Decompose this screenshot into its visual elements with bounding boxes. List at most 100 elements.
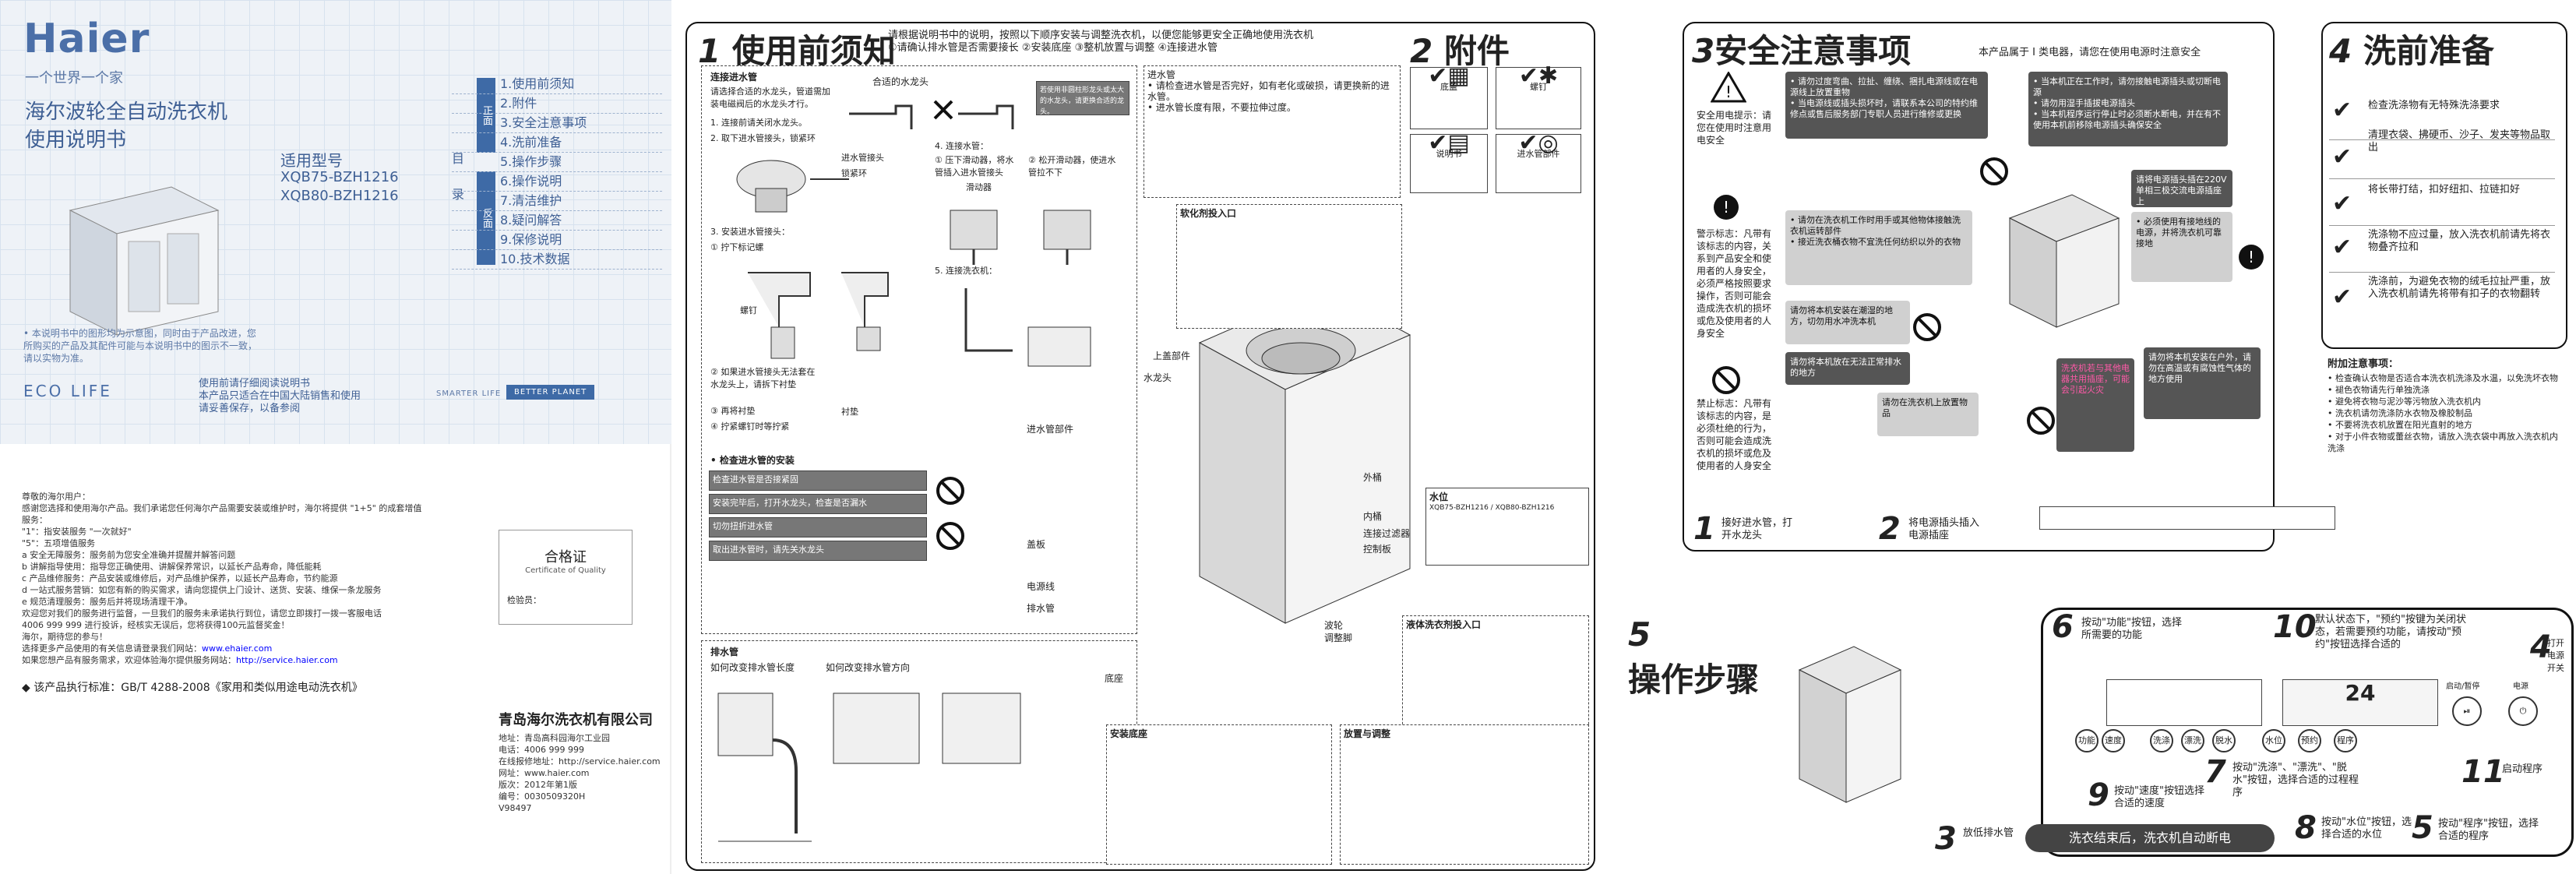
letter-p4: 欢迎您对我们的服务进行监督，一旦我们的服务未承诺执行到位，请您立即拨打一拨一客服… bbox=[22, 608, 382, 618]
check-item-1: 检查进水管是否接紧固 bbox=[709, 470, 927, 491]
drain-direction-illustration bbox=[833, 693, 1021, 764]
inlet-step-3c: ③ 再将衬垫 bbox=[710, 406, 756, 416]
speed-button[interactable]: 速度 bbox=[2102, 729, 2125, 752]
certificate-subtitle: Certificate of Quality bbox=[525, 566, 606, 575]
customer-letter: 尊敬的海尔用户： 感谢您选择和使用海尔产品。我们承诺您任何海尔产品需要安装或维护… bbox=[22, 491, 427, 666]
drain-q2: 如何改变排水管方向 bbox=[826, 662, 911, 673]
letter-p8: 如果您想产品有服务需求，欢迎体验海尔提供服务网站：http://service.… bbox=[22, 654, 427, 666]
letter-p1: 感谢您选择和使用海尔产品。我们承诺您任何海尔产品需要安装或维护时，海尔将提供 "… bbox=[22, 503, 422, 525]
safety-red-note: 洗衣机若与其他电器共用插座，可能会引起火灾 bbox=[2056, 358, 2134, 452]
label-faucet: 水龙头 bbox=[1144, 372, 1172, 383]
water-level-button[interactable]: 水位 bbox=[2262, 729, 2285, 752]
section-3-frame bbox=[1683, 22, 2275, 552]
company-version: 版次：2012年第1版 bbox=[499, 780, 577, 790]
program-button[interactable]: 程序 bbox=[2334, 729, 2357, 752]
eco-life-logo: ECO LIFE bbox=[23, 382, 112, 400]
start-pause-button[interactable]: ⏯ bbox=[2452, 696, 2482, 726]
section-2-title: 2 附件 bbox=[1410, 25, 1510, 72]
label-filter: 连接过滤器 bbox=[1363, 528, 1411, 539]
speed-button-label: 速度 bbox=[2105, 735, 2122, 745]
svg-text:!: ! bbox=[2248, 248, 2254, 266]
toc-item-4[interactable]: 4.洗前准备 bbox=[452, 133, 662, 153]
prohibit-icon bbox=[1913, 313, 1941, 341]
letter-item: c 产品维修服务：产品安装或维修后，对产品维护保养，以延长产品寿命，节约能源 bbox=[22, 573, 338, 583]
brand-logo: Haier bbox=[23, 16, 150, 62]
prep-note: • 褪色衣物请先行单独洗涤 bbox=[2328, 385, 2430, 395]
company-code: 编号：0030509320H bbox=[499, 791, 586, 802]
step-text-2: 将电源插头插入电源插座 bbox=[1908, 517, 1980, 541]
step-text-7: 按动"洗涤"、"漂洗"、"脱水"按钮，选择合适的过程程序 bbox=[2232, 762, 2359, 798]
toc-item-2[interactable]: 2.附件 bbox=[452, 94, 662, 114]
wash-button[interactable]: 洗涤 bbox=[2150, 729, 2173, 752]
label-outer-tub: 外桶 bbox=[1363, 472, 1383, 483]
company-info: 地址：青岛高科园海尔工业园 电话：4006 999 999 在线报修地址：htt… bbox=[499, 732, 661, 814]
pipe-joint-illustration bbox=[736, 160, 849, 213]
rinse-button-label: 漂洗 bbox=[2184, 735, 2201, 745]
label-top-cover: 上盖部件 bbox=[1153, 351, 1191, 361]
drain-q1: 如何改变排水管长度 bbox=[710, 662, 795, 673]
leveling-box: 放置与调整 bbox=[1340, 724, 1589, 865]
inlet-step-4a: ① 压下滑动器，将水管插入进水管接头 bbox=[935, 155, 1014, 178]
spec-head: 水位 bbox=[1429, 492, 1449, 502]
inlet-step-3b: ② 如果进水管接头无法套在水龙头上，请拆下衬垫 bbox=[710, 367, 816, 389]
letter-item: a 安全无障服务：服务前为您安全准确并提醒并解答问题 bbox=[22, 550, 236, 560]
warning-circle-icon: ! bbox=[2239, 245, 2264, 270]
toc-item-7[interactable]: 7.清洁维护 bbox=[452, 192, 662, 211]
safety-box-3: • 请勿在洗衣机工作时用手或其他物体接触洗衣机运转部件 • 接近洗衣桶衣物不宜洗… bbox=[1785, 210, 1972, 285]
inlet-step-1: 1. 连接前请关闭水龙头。 bbox=[710, 118, 807, 128]
section-1-desc: 请根据说明书中的说明，按照以下顺序安装与调整洗衣机，以便您能够更安全正确地使用洗… bbox=[888, 30, 1324, 55]
company-phone: 电话：4006 999 999 bbox=[499, 745, 584, 755]
letter-p3: "5"：五项增值服务 bbox=[22, 538, 96, 548]
service-link[interactable]: http://service.haier.com bbox=[236, 655, 338, 665]
warning-circle-icon: ! bbox=[1714, 195, 1739, 220]
function-button[interactable]: 功能 bbox=[2075, 729, 2099, 752]
prep-notes-head: 附加注意事项： bbox=[2328, 358, 2399, 370]
toc-item-5[interactable]: 5.操作步骤 bbox=[452, 153, 662, 172]
safety-left-1: 安全用电提示：请您在使用时注意用电安全 bbox=[1697, 110, 1772, 146]
faucet-ok-label: 合适的水龙头 bbox=[872, 76, 929, 87]
power-button[interactable]: ⏻ bbox=[2508, 696, 2538, 726]
step-number-1: 1 bbox=[1693, 511, 1715, 547]
section-4-number: 4 bbox=[2329, 32, 2352, 70]
step-number-6: 6 bbox=[2052, 609, 2074, 645]
letter-p8-text: 如果您想产品有服务需求，欢迎体验海尔提供服务网站： bbox=[22, 655, 236, 665]
letter-item: b 讲解指导使用：指导您正确使用、讲解保养常识，以延长产品寿命，降低能耗 bbox=[22, 562, 322, 572]
label-gasket: 衬垫 bbox=[841, 407, 858, 417]
program-list-left bbox=[2106, 679, 2262, 726]
spin-button[interactable]: 脱水 bbox=[2212, 729, 2236, 752]
certificate-box: 合格证 Certificate of Quality 检验员： bbox=[499, 530, 633, 625]
eco-note-3: 请妥善保存，以备参阅 bbox=[199, 403, 301, 414]
safety-box-1: • 请勿过度弯曲、拉扯、缠绕、捆扎电源线或在电源线上放置重物 • 当电源线或插头… bbox=[1785, 72, 1988, 139]
eco-note-1: 使用前请仔细阅读说明书 bbox=[199, 378, 311, 389]
inlet-note-box-text: 进水管 • 请检查进水管是否完好，如有老化或破损，请更换新的进水管。 • 进水管… bbox=[1147, 69, 1390, 113]
toc-item-9[interactable]: 9.保修说明 bbox=[452, 231, 662, 250]
toc-item-6[interactable]: 6.操作说明 bbox=[452, 172, 662, 192]
section-3-title: 3安全注意事项 bbox=[1692, 25, 1911, 72]
safety-left-3: 禁止标志：凡带有该标志的内容，是必须杜绝的行为，否则可能会造成洗衣机的损坏或危及… bbox=[1697, 398, 1772, 471]
label-joint: 进水管接头 bbox=[841, 153, 884, 163]
power-label: 电源 bbox=[2513, 682, 2528, 691]
toc-side-2: 录 bbox=[452, 187, 465, 202]
cover-title-line2: 使用说明书 bbox=[25, 129, 127, 152]
water-level-spec: 水位 XQB75-BZH1216 / XQB80-BZH1216 bbox=[1425, 488, 1589, 566]
toc-item-3[interactable]: 3.安全注意事项 bbox=[452, 114, 662, 133]
rinse-button[interactable]: 漂洗 bbox=[2181, 729, 2204, 752]
cover-title-line1: 海尔波轮全自动洗衣机 bbox=[25, 100, 228, 124]
delay-button[interactable]: 预约 bbox=[2298, 729, 2321, 752]
letter-greeting: 尊敬的海尔用户： bbox=[22, 492, 90, 502]
toc-item-10[interactable]: 10.技术数据 bbox=[452, 250, 662, 270]
check-item-3: 切勿扭折进水管 bbox=[709, 517, 927, 537]
prep-item-4: 洗涤物不应过量，放入洗衣机前请先将衣物叠齐拉和 bbox=[2329, 229, 2555, 273]
wash-button-label: 洗涤 bbox=[2153, 735, 2170, 745]
website-link[interactable]: www.ehaier.com bbox=[202, 643, 273, 654]
safety-box-5: • 必须使用有接地线的电源，并将洗衣机可靠接地 bbox=[2131, 212, 2232, 282]
operation-washer-illustration bbox=[1798, 646, 1902, 803]
letter-item: e 规范清理服务：服务后并将现场清理干净。 bbox=[22, 597, 193, 607]
safety-box-4: 请将电源插头插在220V单相三极交流电源插座上 bbox=[2131, 170, 2232, 207]
leveling-head: 放置与调整 bbox=[1344, 728, 1391, 739]
toc-item-8[interactable]: 8.疑问解答 bbox=[452, 211, 662, 231]
accessory-manual: ✔▤说明书 bbox=[1410, 132, 1488, 193]
step-number-7: 7 bbox=[2204, 754, 2226, 790]
toc-item-1[interactable]: 1.使用前须知 bbox=[452, 75, 662, 94]
